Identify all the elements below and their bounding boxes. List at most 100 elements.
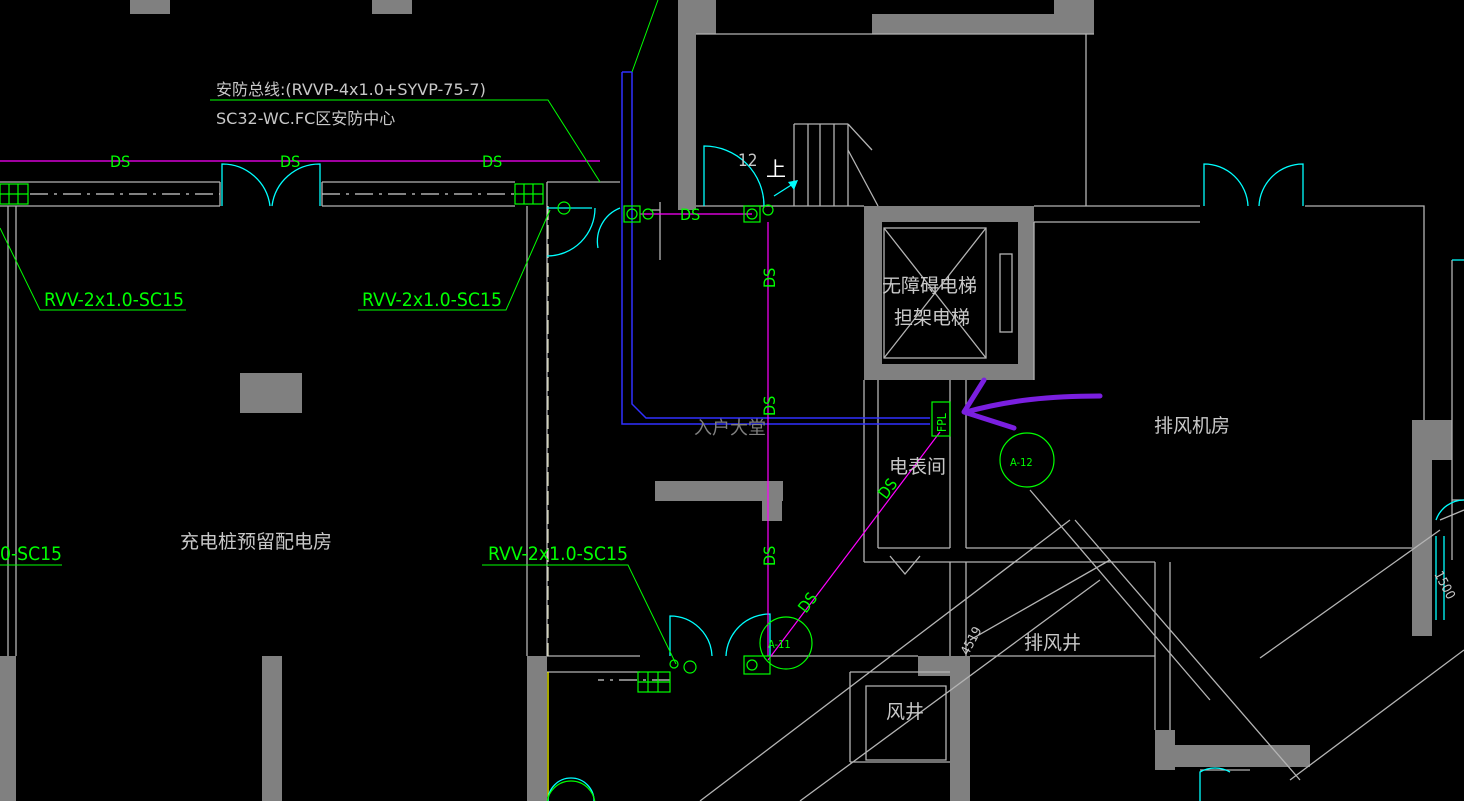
ds-label: DS xyxy=(760,546,779,566)
door-arc xyxy=(547,777,595,801)
junction-box xyxy=(743,205,761,223)
leader-lines xyxy=(0,0,677,665)
column xyxy=(0,656,16,801)
door-contact xyxy=(683,660,697,674)
ds-label: DS xyxy=(760,396,779,416)
elevator-door xyxy=(999,253,1013,333)
room-label-air-shaft: 风井 xyxy=(886,701,924,723)
wall-line xyxy=(877,380,967,549)
break-mark xyxy=(889,555,921,576)
bus-label-line1: 安防总线:(RVVP-4x1.0+SYVP-75-7) xyxy=(216,80,486,99)
elevator-cross xyxy=(883,227,987,359)
diagonal-line xyxy=(1289,509,1464,781)
reader-device-detail xyxy=(515,184,543,204)
room-label-elevator-1: 无障碍电梯 xyxy=(882,275,977,297)
bus-label-line2: SC32-WC.FC区安防中心 xyxy=(216,109,395,128)
elevator-wall xyxy=(864,206,882,380)
cable-label: 0-SC15 xyxy=(0,543,62,565)
wall-segment xyxy=(678,0,696,210)
axis-marker-circle xyxy=(999,432,1055,488)
elevator-wall xyxy=(864,206,1034,222)
elevator-wall xyxy=(1018,206,1034,380)
stair-number: 12 xyxy=(738,151,757,171)
wall-segment xyxy=(527,656,547,801)
diagonal-line xyxy=(1029,489,1301,781)
cable-label: RVV-2x1.0-SC15 xyxy=(362,289,502,311)
wall-segment xyxy=(762,481,782,521)
stair-arrow-head xyxy=(788,180,798,190)
door-arc xyxy=(703,145,765,207)
column xyxy=(130,0,170,14)
room-label-exhaust-shaft: 排风井 xyxy=(1024,632,1081,654)
wall-line xyxy=(1033,221,1200,380)
ds-label: DS xyxy=(760,268,779,288)
cable-leader xyxy=(482,564,677,665)
devices xyxy=(0,183,1055,801)
cable-label: RVV-2x1.0-SC15 xyxy=(488,543,628,565)
bus-leader xyxy=(631,0,659,73)
fpl-panel-label: FPL xyxy=(935,413,949,432)
cable-leader xyxy=(358,209,551,311)
diagonal-line xyxy=(969,529,1441,659)
junction-box xyxy=(623,205,641,223)
axis-marker-circle xyxy=(759,616,813,670)
stair-direction: 上 xyxy=(766,157,786,181)
door-arc xyxy=(271,163,321,207)
elevator-wall xyxy=(864,364,1034,380)
junction-box xyxy=(743,655,771,675)
door-arc xyxy=(546,207,596,257)
wall-line xyxy=(949,562,967,656)
cable-label: RVV-2x1.0-SC15 xyxy=(44,289,184,311)
axis-marker-label: A-11 xyxy=(768,638,791,651)
axis-marker-label: A-12 xyxy=(1010,456,1033,469)
diagonal-line xyxy=(699,519,1101,801)
bus-leader xyxy=(210,99,601,183)
wall-line xyxy=(1154,562,1171,730)
wall-line xyxy=(0,181,220,207)
fpl-panel xyxy=(931,401,951,437)
door-arc xyxy=(725,613,771,657)
door-arc xyxy=(1203,163,1249,207)
ds-label: DS xyxy=(110,152,130,171)
conduit-line xyxy=(631,72,930,419)
wall-line xyxy=(7,206,17,656)
ds-label: DS xyxy=(280,152,300,171)
cable-leader xyxy=(0,227,186,311)
door-contact xyxy=(557,201,571,215)
room-label-meter: 电表间 xyxy=(889,456,946,478)
wall-segment xyxy=(950,656,970,801)
door-arc xyxy=(1258,163,1304,207)
column xyxy=(240,373,302,413)
room-label-lobby: 入户大堂 xyxy=(694,418,766,439)
column xyxy=(262,656,282,801)
column xyxy=(372,0,412,14)
room-label-charging: 充电桩预留配电房 xyxy=(180,531,332,553)
door-contact xyxy=(642,208,654,220)
conduit-run xyxy=(621,71,930,425)
junction-box-dot xyxy=(746,659,758,671)
door-arc xyxy=(1435,259,1464,521)
conduit-line xyxy=(621,72,930,425)
wall-segment xyxy=(1054,0,1094,34)
architecture-lines xyxy=(0,33,1464,801)
door-arc xyxy=(669,615,713,657)
axis-marker-circle xyxy=(546,780,596,801)
wall-line xyxy=(546,181,620,656)
reader-device-detail xyxy=(0,184,28,204)
ds-line xyxy=(767,431,941,661)
room-label-elevator-2: 担架电梯 xyxy=(894,307,970,329)
annotation-arrow xyxy=(961,377,1103,431)
wall-segment xyxy=(872,14,1094,34)
elevator-car xyxy=(883,227,987,359)
stair-break xyxy=(847,123,879,207)
room-labels: 充电桩预留配电房 入户大堂 电表间 排风机房 排风井 风井 无障碍电梯 担架电梯 xyxy=(180,275,1230,723)
annotation-arrow-head xyxy=(961,377,1017,431)
ds-label: DS xyxy=(482,152,502,171)
junction-box-dot xyxy=(626,208,638,220)
stair-treads xyxy=(793,123,849,206)
ds-label: DS xyxy=(680,205,700,224)
junction-box-dot xyxy=(746,208,758,220)
door-contact xyxy=(762,204,774,216)
door-arc xyxy=(221,163,271,207)
